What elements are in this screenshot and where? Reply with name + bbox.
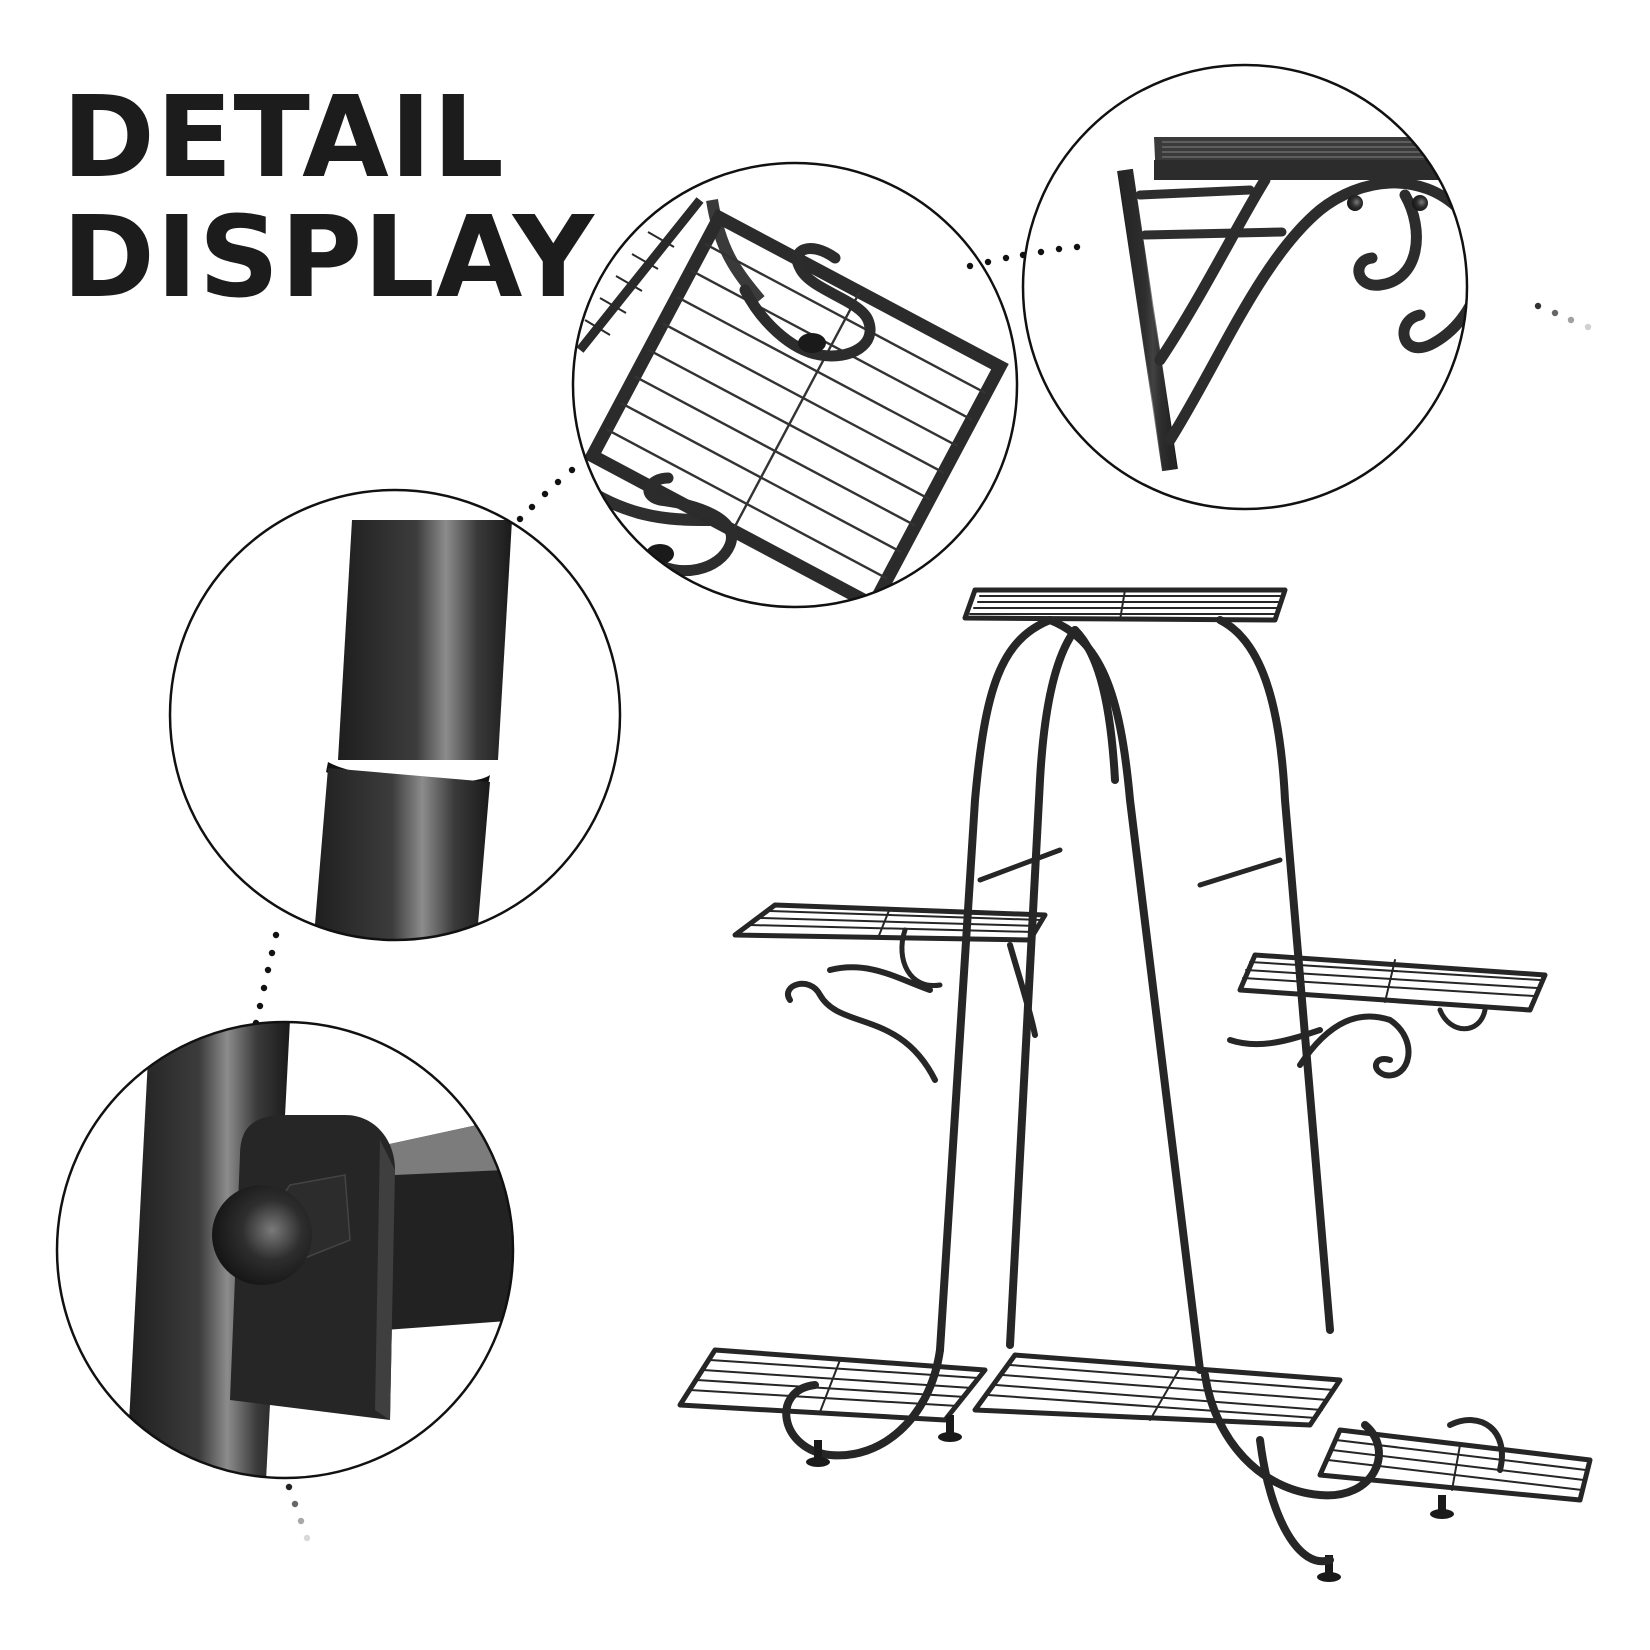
shelf-bottom-left: [677, 1347, 988, 1423]
shelf-right-middle: [1227, 952, 1548, 1079]
adjustable-feet: [806, 1415, 1454, 1582]
shelf-bottom-right: [1317, 1417, 1593, 1503]
connector-d-tail: [285, 1483, 311, 1542]
connector-b-tail: [1534, 302, 1592, 331]
detail-circle-grid-shelf: [571, 161, 1019, 609]
detail-circle-tube-joint: [168, 488, 622, 942]
shelf-left-middle: [732, 902, 1048, 1083]
plant-stand-illustration: [677, 587, 1593, 1582]
shelf-top: [962, 587, 1288, 623]
grid-shelf-illustration: [573, 197, 1009, 607]
page-title: DETAIL DISPLAY: [62, 78, 595, 318]
detail-circle-cap-nut: [55, 1020, 515, 1480]
circle-outline: [571, 161, 1019, 609]
scroll-bracket-illustration: [1117, 137, 1467, 472]
circle-outline: [55, 1020, 515, 1480]
circle-outline: [1021, 63, 1469, 511]
headline-line-2: DISPLAY: [62, 193, 595, 323]
headline-line-1: DETAIL: [62, 73, 505, 203]
circle-outline: [168, 488, 622, 942]
connector-c-to-d: [252, 931, 280, 1027]
shelf-bottom-center: [972, 1352, 1343, 1428]
detail-circle-scroll-bracket: [1021, 63, 1469, 511]
tube-joint-illustration: [312, 520, 512, 940]
cap-nut-illustration: [125, 1022, 513, 1478]
